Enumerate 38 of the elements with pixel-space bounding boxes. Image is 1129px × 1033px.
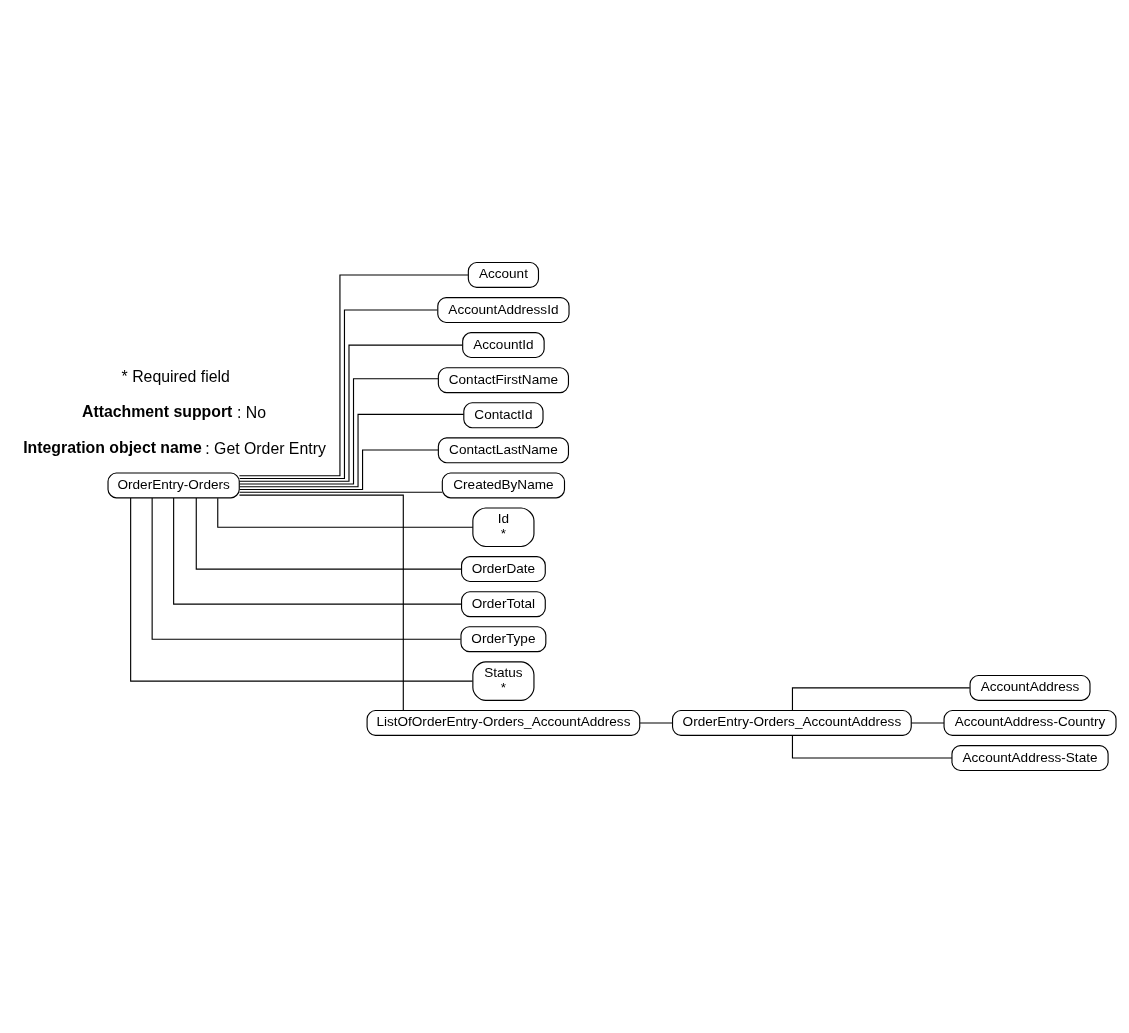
label: * Required field xyxy=(121,367,230,385)
connector xyxy=(195,497,462,570)
connector xyxy=(910,722,945,724)
connector xyxy=(217,497,474,528)
node-box: AccountAddress-Country xyxy=(943,709,1117,736)
node-box: Account xyxy=(467,261,540,288)
node-box: AccountAddress xyxy=(969,674,1091,701)
connector xyxy=(130,497,474,682)
connector xyxy=(791,687,971,711)
label: Integration object name: Get Order Entry xyxy=(23,438,326,457)
connector xyxy=(239,491,443,493)
node-box: Status * xyxy=(472,661,535,701)
node-box: OrderDate xyxy=(461,556,546,583)
node-box: OrderTotal xyxy=(461,591,546,618)
node-box: AccountAddress-State xyxy=(951,745,1109,772)
connector xyxy=(639,722,673,724)
node-box: OrderEntry-Orders_AccountAddress xyxy=(671,709,912,736)
node-box: ContactFirstName xyxy=(437,367,570,394)
connector xyxy=(238,274,469,477)
connector xyxy=(239,449,439,491)
connector xyxy=(151,497,462,640)
connector xyxy=(238,344,463,482)
node-box: OrderType xyxy=(460,626,547,653)
connector xyxy=(239,309,438,480)
connector xyxy=(239,413,465,488)
connector xyxy=(791,735,953,759)
node-box: Id * xyxy=(472,507,535,548)
connector xyxy=(238,494,404,711)
node-box: ListOfOrderEntry-Orders_AccountAddress xyxy=(366,709,641,736)
node-box: ContactId xyxy=(463,402,544,429)
node-box: AccountId xyxy=(462,332,545,359)
connector xyxy=(239,378,439,485)
connector xyxy=(173,497,462,605)
node-box: ContactLastName xyxy=(437,437,570,464)
node-box: CreatedByName xyxy=(441,472,566,499)
node-box: OrderEntry-Orders xyxy=(107,472,240,499)
node-box: AccountAddressId xyxy=(437,297,570,324)
label: Attachment support: No xyxy=(82,402,267,421)
